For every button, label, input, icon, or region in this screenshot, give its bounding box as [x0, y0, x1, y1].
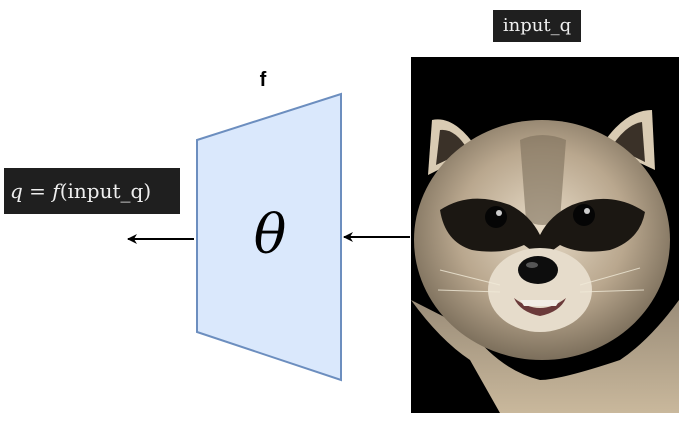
output-arg: input_q [67, 179, 144, 203]
raccoon-photo [411, 57, 679, 413]
output-lhs: q [10, 179, 23, 203]
input-label: input_q [493, 10, 581, 42]
parameter-symbol: θ [253, 203, 287, 266]
output-equals: = [22, 179, 53, 203]
output-fn: f [52, 179, 60, 203]
output-paren-close: ) [143, 179, 152, 203]
output-label: q = f(input_q) [4, 168, 180, 214]
encoder-trapezoid [196, 92, 342, 382]
function-label: f [259, 69, 267, 91]
output-paren-open: ( [59, 179, 68, 203]
